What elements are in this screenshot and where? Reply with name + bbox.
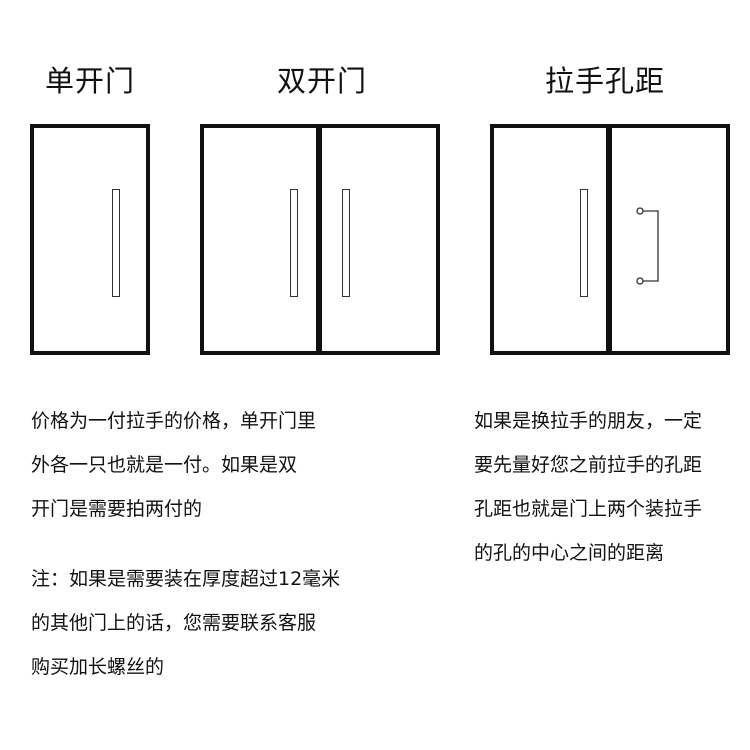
door-handle — [580, 189, 588, 297]
caution-note-line: 的其他门上的话，您需要联系客服 — [31, 612, 317, 634]
hole-explanation-line: 孔距也就是门上两个装拉手 — [474, 498, 703, 520]
door-handle — [112, 189, 120, 297]
hole-explanation-line: 如果是换拉手的朋友，一定 — [474, 410, 703, 432]
single-door-panel — [30, 124, 150, 355]
caution-note-line: 购买加长螺丝的 — [31, 656, 165, 678]
heading-double-door: 双开门 — [277, 64, 368, 98]
price-note-line: 外各一只也就是一付。如果是双 — [31, 454, 298, 476]
handle-hole-top — [636, 207, 644, 215]
hole-explanation-line: 要先量好您之前拉手的孔距 — [474, 454, 703, 476]
hole-explanation-line: 的孔的中心之间的距离 — [474, 542, 665, 564]
price-note-line: 价格为一付拉手的价格，单开门里 — [31, 410, 317, 432]
hole-spacing-left-panel — [490, 124, 610, 355]
hole-spacing-right-panel — [608, 124, 730, 355]
handle-hole-bottom — [636, 277, 644, 285]
price-note-line: 开门是需要拍两付的 — [31, 498, 203, 520]
caution-note: 注：如果是需要装在厚度超过12毫米 的其他门上的话，您需要联系客服 购买加长螺丝… — [31, 557, 340, 689]
hole-spacing-dimension-line — [643, 210, 659, 282]
heading-single-door: 单开门 — [45, 64, 136, 98]
hole-spacing-bracket — [636, 207, 659, 285]
price-note: 价格为一付拉手的价格，单开门里 外各一只也就是一付。如果是双 开门是需要拍两付的 — [31, 399, 316, 531]
door-handle — [342, 189, 350, 297]
double-door-right-panel — [318, 124, 440, 355]
hole-explanation-note: 如果是换拉手的朋友，一定 要先量好您之前拉手的孔距 孔距也就是门上两个装拉手 的… — [474, 399, 702, 575]
door-handle — [290, 189, 298, 297]
caution-note-line: 注：如果是需要装在厚度超过12毫米 — [31, 568, 341, 590]
heading-hole-spacing: 拉手孔距 — [545, 64, 666, 98]
double-door-left-panel — [200, 124, 320, 355]
